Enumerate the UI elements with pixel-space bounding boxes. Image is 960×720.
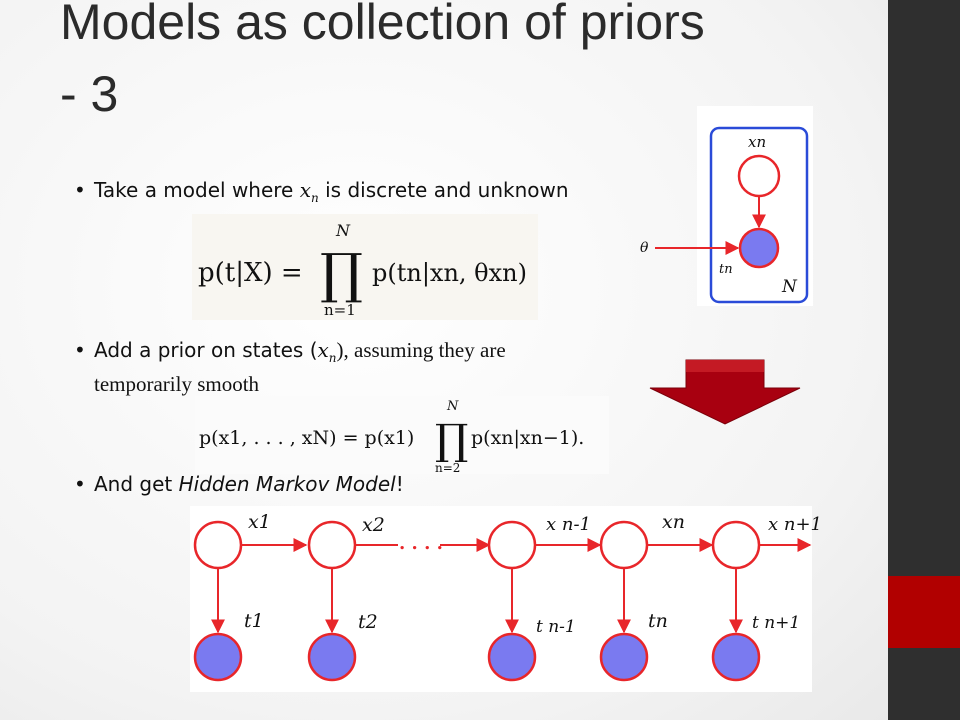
bullet-dot: • [74, 338, 86, 362]
plate-diagram-box [697, 106, 813, 306]
bullet-text: Take a model where xn is discrete and un… [94, 178, 569, 205]
eq1-upper: N [335, 221, 351, 240]
eq1-lower: n=1 [324, 301, 356, 319]
eq2-upper: N [446, 399, 459, 414]
hmm-diagram-box [190, 506, 812, 692]
title-line-1: Models as collection of priors [60, 0, 705, 50]
title-line-2: - 3 [60, 66, 119, 122]
bullet-text: Add a prior on states (xn), assuming the… [94, 338, 506, 396]
eq1-lhs: p(t|X) = [198, 258, 303, 288]
bullet-dot: • [74, 178, 86, 202]
side-accent-block [888, 576, 960, 648]
eq2-rhs: p(xn|xn−1). [471, 427, 584, 449]
eq2-lower: n=2 [435, 461, 460, 474]
prior-equation: p(x1, . . . , xN) = p(x1) N ∏ n=2 p(xn|x… [195, 396, 609, 474]
eq1-product: ∏ [320, 242, 363, 305]
slide-title: Models as collection of priors - 3 [60, 0, 840, 130]
likelihood-equation: p(t|X) = N ∏ n=1 p(tn|xn, θxn) [192, 214, 538, 320]
eq2-lhs: p(x1, . . . , xN) = p(x1) [199, 427, 414, 449]
bullet-dot: • [74, 472, 86, 496]
bullet-text: And get Hidden Markov Model! [94, 472, 404, 496]
eq1-rhs: p(tn|xn, θxn) [372, 259, 527, 288]
eq2-product: ∏ [435, 415, 468, 464]
